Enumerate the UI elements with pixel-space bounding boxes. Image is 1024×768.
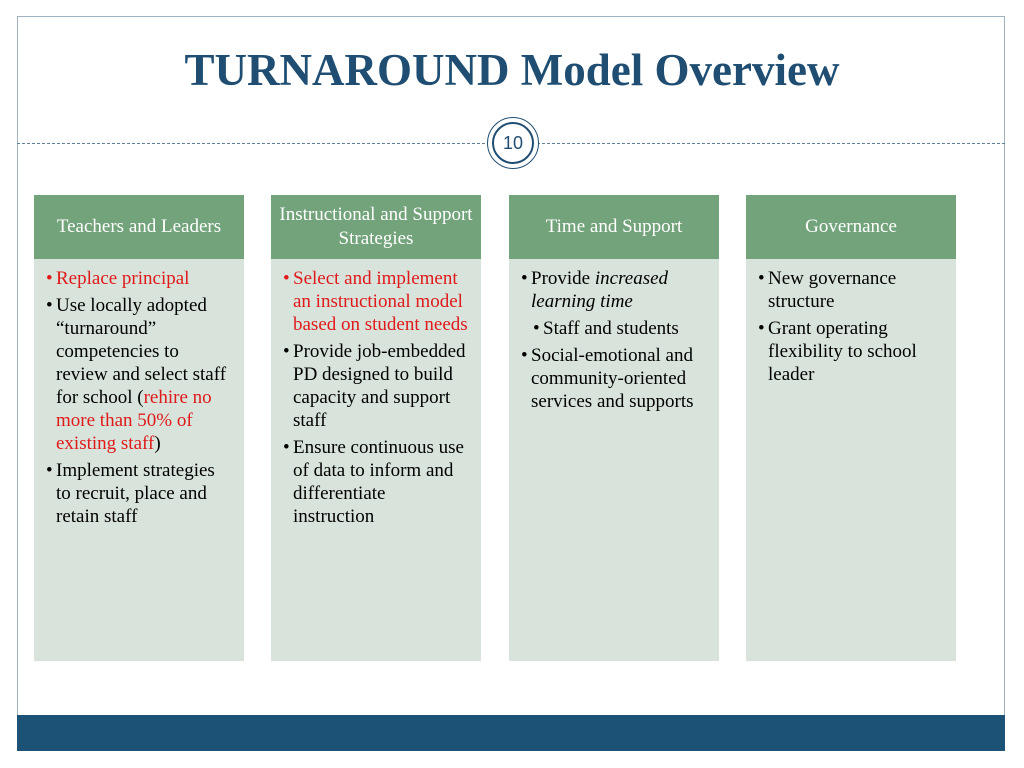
page-title: TURNAROUND Model Overview — [184, 45, 840, 95]
list-item: Provide job-embedded PD designed to buil… — [283, 340, 471, 432]
item-text: Use locally adopted “turnaround” compete… — [56, 295, 227, 408]
column-header: Instructional and Support Strategies — [271, 195, 481, 259]
column-header: Teachers and Leaders — [34, 195, 244, 259]
list-item: Use locally adopted “turnaround” compete… — [46, 294, 234, 455]
bullet-list: Select and implement an instructional mo… — [283, 267, 471, 528]
list-item: Ensure continuous use of data to inform … — [283, 436, 471, 528]
column-header: Governance — [746, 195, 956, 259]
slide-number: 10 — [492, 122, 534, 164]
highlight-text: rehire no more than 50% of existing staf… — [56, 387, 212, 454]
list-item: Grant operating flexibility to school le… — [758, 317, 946, 386]
column-header: Time and Support — [509, 195, 719, 259]
footer-bar — [17, 715, 1005, 751]
column-governance: Governance New governance structure Gran… — [746, 195, 956, 661]
slide-number-badge: 10 — [487, 117, 539, 169]
column-time-and-support: Time and Support Provide increased learn… — [509, 195, 719, 661]
bullet-list: Provide increased learning time Staff an… — [521, 267, 709, 413]
italic-text: increased learning time — [531, 268, 669, 312]
item-text: ) — [154, 433, 161, 454]
bullet-list: New governance structure Grant operating… — [758, 267, 946, 386]
item-text: Provide — [531, 268, 595, 289]
sub-list: Staff and students — [533, 317, 709, 340]
column-teachers-and-leaders: Teachers and Leaders Replace principal U… — [34, 195, 244, 661]
list-item: Social-emotional and community-oriented … — [521, 344, 709, 413]
list-item: Select and implement an instructional mo… — [283, 267, 471, 336]
list-item: Implement strategies to recruit, place a… — [46, 459, 234, 528]
list-item: Provide increased learning time Staff an… — [521, 267, 709, 340]
list-item: Replace principal — [46, 267, 234, 290]
sub-list-item: Staff and students — [533, 317, 709, 340]
list-item: New governance structure — [758, 267, 946, 313]
bullet-list: Replace principal Use locally adopted “t… — [46, 267, 234, 528]
column-instructional-support: Instructional and Support Strategies Sel… — [271, 195, 481, 661]
